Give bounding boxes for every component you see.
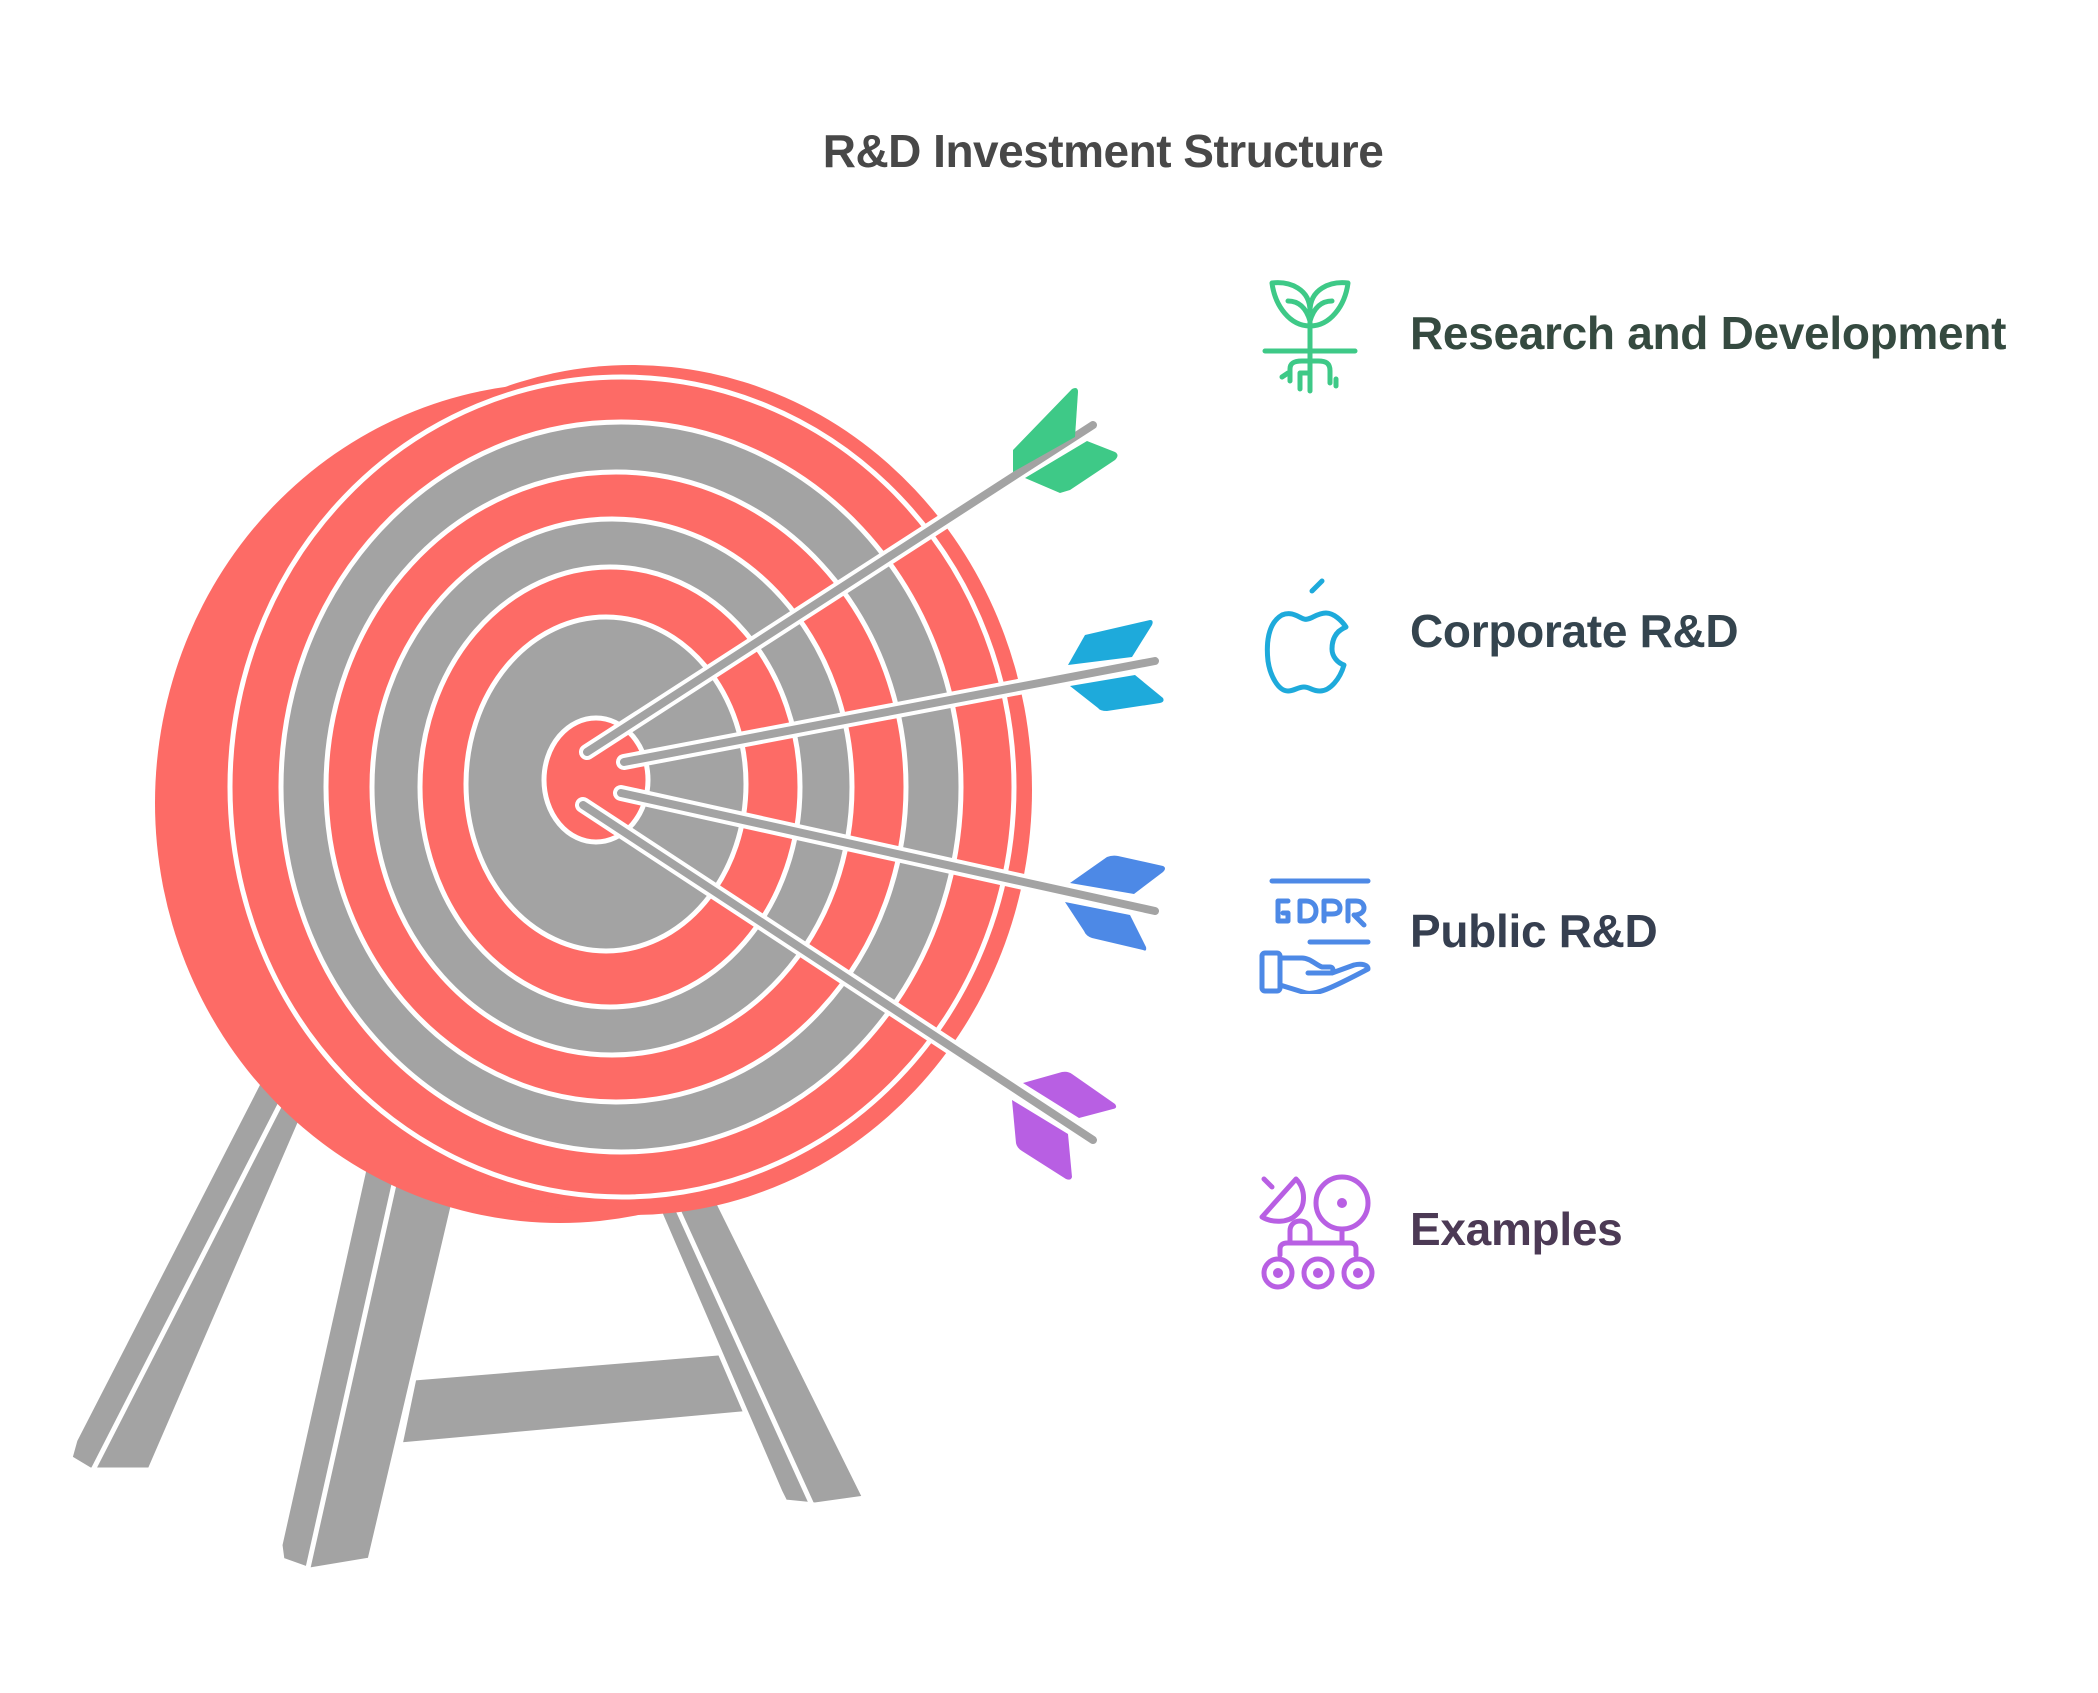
apple-icon — [1264, 578, 1349, 693]
diagram-title: R&D Investment Structure — [822, 125, 1384, 177]
arrow-examples — [575, 797, 1117, 1180]
stand-crossbar — [397, 1349, 761, 1448]
legend-label: Corporate R&D — [1410, 605, 1739, 657]
gdpr-hand-icon — [1259, 878, 1371, 994]
legend-item-research-and-development: Research and Development — [1250, 268, 2006, 398]
legend-label: Research and Development — [1410, 307, 2007, 359]
arrow-research-and-development — [579, 388, 1118, 760]
legend-item-examples: Examples — [1250, 1164, 1623, 1294]
arrow-corporate-rnd — [616, 620, 1164, 770]
arrow-public-rnd — [613, 785, 1165, 951]
sprout-with-roots-icon — [1262, 279, 1358, 393]
space-rover-icon — [1259, 1174, 1375, 1289]
arrows — [575, 388, 1165, 1180]
legend-label: Public R&D — [1410, 905, 1658, 957]
legend-item-corporate-rnd: Corporate R&D — [1250, 566, 1739, 696]
legend-label: Examples — [1410, 1203, 1623, 1255]
stand-leg-middle — [277, 1162, 458, 1573]
legend-item-public-rnd: Public R&D — [1250, 866, 1658, 996]
